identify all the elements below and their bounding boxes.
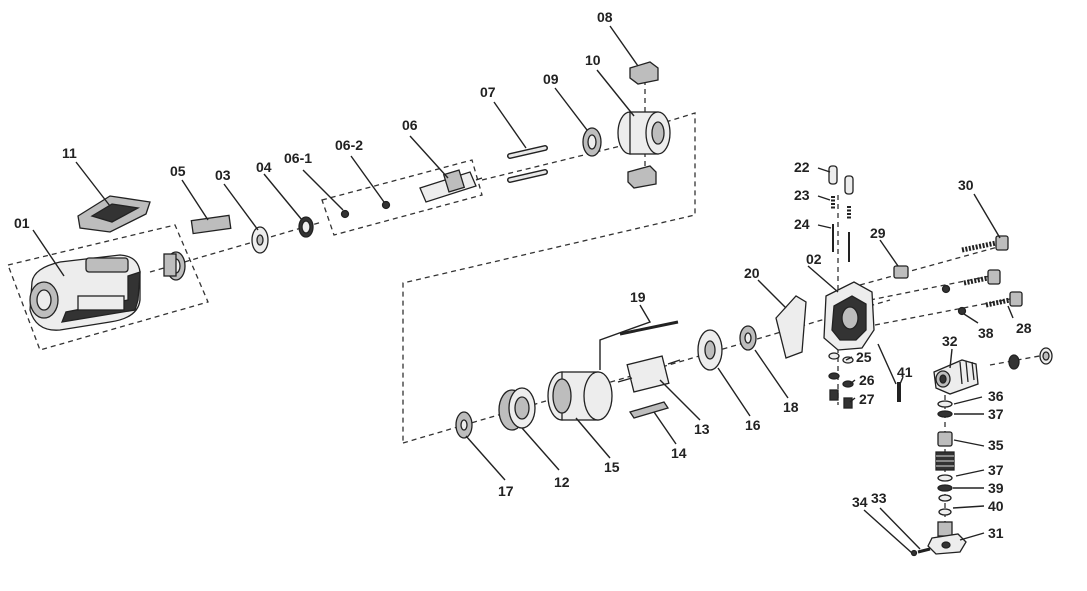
end-plate-part-12 [498,387,536,431]
screw-part-33-34 [910,547,931,557]
label-17: 17 [498,483,514,499]
label-14: 14 [671,445,687,461]
label-34: 34 [852,494,868,510]
label-27: 27 [859,391,875,407]
bearing-part-17 [455,411,473,439]
part-labels: 01 02 03 04 05 06 06-1 06-2 07 08 09 10 … [14,9,1032,541]
nut-part-29 [893,265,909,279]
cylinder-part-15 [547,371,613,421]
label-01: 01 [14,215,30,231]
bolt-axis-28 [874,297,1016,326]
label-31: 31 [988,525,1004,541]
label-06: 06 [402,117,418,133]
front-bushing [163,251,186,281]
anvil-part-06 [419,169,483,203]
ring-part-06-1 [340,209,350,219]
label-29: 29 [870,225,886,241]
label-23: 23 [794,187,810,203]
label-09: 09 [543,71,559,87]
label-32: 32 [942,333,958,349]
label-39: 39 [988,480,1004,496]
o-ring-part-04 [298,216,314,238]
label-28: 28 [1016,320,1032,336]
label-38: 38 [978,325,994,341]
label-12: 12 [554,474,570,490]
label-36: 36 [988,388,1004,404]
bolt-part-28 [985,291,1023,308]
ring-part-06-2 [381,200,391,210]
valve-base-part-31 [927,521,967,555]
bearing-part-18 [739,325,757,351]
label-10: 10 [585,52,601,68]
small-parts-25-26-27 [828,352,854,409]
label-35: 35 [988,437,1004,453]
bolt-middle [941,269,1001,294]
valve-stack-parts [935,400,955,516]
inlet-o-rings [1008,347,1053,370]
label-13: 13 [694,421,710,437]
hammer-dogs-part-08 [627,61,659,189]
label-07: 07 [480,84,496,100]
label-37-lower: 37 [988,462,1004,478]
gasket-part-20 [775,295,807,359]
washer-part-03 [251,226,269,254]
label-37-upper: 37 [988,406,1004,422]
label-11: 11 [62,145,77,161]
label-19: 19 [630,289,646,305]
label-30: 30 [958,177,974,193]
hammer-to-motor-leader [402,112,696,443]
back-cap-part-02 [823,281,875,351]
label-06-1: 06-1 [284,150,312,166]
anvil-axis [481,139,646,181]
label-16: 16 [745,417,761,433]
vane-part-14 [628,401,670,419]
anvil-group-outline [321,159,483,236]
pin-part-19 [619,320,679,336]
housing-part-01 [29,254,141,331]
label-40: 40 [988,498,1004,514]
label-22: 22 [794,159,810,175]
label-04: 04 [256,159,272,175]
label-15: 15 [604,459,620,475]
label-33: 33 [871,490,887,506]
label-06-2: 06-2 [335,137,363,153]
bolt-axis-mid [869,274,996,301]
label-25: 25 [856,349,872,365]
bolt-part-30 [961,235,1009,253]
washer-part-38 [957,306,967,316]
label-03: 03 [215,167,231,183]
inlet-swivel-part-32 [933,359,979,395]
cover-plate-part-11 [77,195,151,233]
pins-part-07 [507,145,548,183]
bolt-axis-30 [859,244,1006,286]
rotor-part-13 [617,355,681,393]
label-26: 26 [859,372,875,388]
label-24: 24 [794,216,810,232]
hammer-part-09 [582,127,602,157]
rear-end-plate-part-16 [697,329,723,371]
assembly-outlines [7,80,1046,535]
label-18: 18 [783,399,799,415]
label-08: 08 [597,9,613,25]
leader-lines [32,25,1014,554]
label-02: 02 [806,251,822,267]
label-41: 41 [897,364,913,380]
nameplate-part-05 [190,214,232,235]
valve-stems-part-22-23-24 [828,165,854,262]
housing-group-outline [7,224,209,351]
label-20: 20 [744,265,760,281]
hammer-cage-part-10 [617,111,671,155]
label-05: 05 [170,163,186,179]
